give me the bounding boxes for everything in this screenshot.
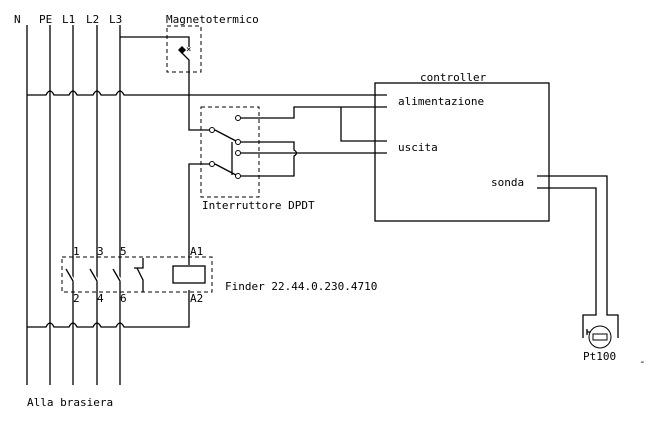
dpdt-out-wire-2 [340,107,387,142]
neutral-wire-top [27,90,387,96]
controller-input-output: uscita [398,141,438,154]
relay-enclosure [61,256,213,293]
neutral-wire-bottom [27,290,190,328]
relay-coil-a2: A2 [190,292,203,305]
bus-label-l3: L3 [109,13,122,26]
probe-wire-2 [537,187,597,338]
relay-coil [172,265,206,284]
bus-label-n: N [14,13,21,26]
pt100-sensor-icon [586,325,612,349]
relay-label: Finder 22.44.0.230.4710 [225,280,377,293]
footer-label: Alla brasiera [27,396,113,409]
relay-terminal-1: 1 [73,245,80,258]
bus-lines [26,25,121,385]
relay-terminal-4: 4 [97,292,104,305]
breaker-wire [120,36,190,47]
breaker-contact [180,51,212,131]
controller-box [374,82,550,222]
relay-contacts [64,258,144,292]
relay-terminal-5: 5 [120,245,127,258]
probe-wire-1 [537,175,619,338]
bus-label-pe: PE [39,13,52,26]
relay-terminal-3: 3 [97,245,104,258]
breaker-enclosure [166,25,202,73]
dpdt-enclosure [200,106,260,198]
breaker-label: Magnetotermico [166,13,259,26]
pt100-label: Pt100 [583,350,616,363]
controller-input-power: alimentazione [398,95,484,108]
controller-input-probe: sonda [491,176,524,189]
dpdt-label: Interruttore DPDT [202,199,315,212]
stray-mark: - [639,355,646,368]
dpdt-out-wire-3 [241,141,298,177]
relay-terminal-6: 6 [120,292,127,305]
controller-title: controller [420,71,487,84]
relay-coil-a1: A1 [190,245,203,258]
bus-label-l2: L2 [86,13,99,26]
dpdt-to-coil-wire [188,163,210,265]
dpdt-out-wire-1 [241,106,387,119]
relay-terminal-2: 2 [73,292,80,305]
bus-label-l1: L1 [62,13,75,26]
breaker-trip-icon [178,46,186,54]
dpdt-switch [209,115,241,179]
breaker-cross-icon: × [186,45,191,55]
